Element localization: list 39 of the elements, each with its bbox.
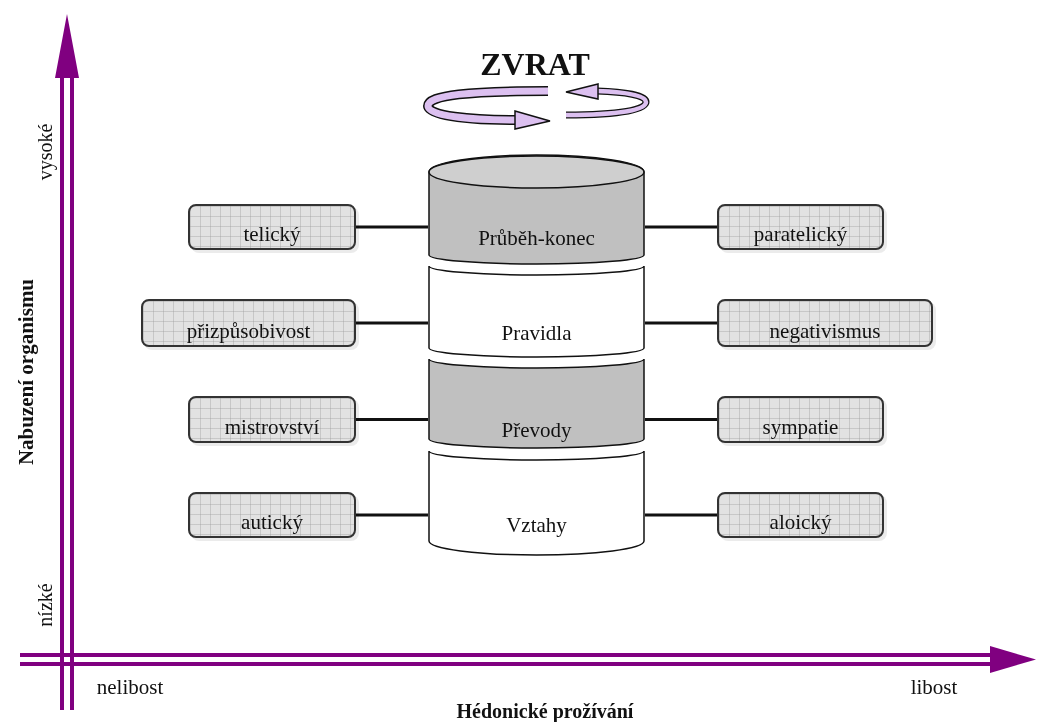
axis-label: nízké bbox=[33, 583, 57, 627]
label-box bbox=[141, 299, 356, 347]
label-box bbox=[717, 204, 884, 250]
connector-line bbox=[356, 418, 428, 421]
label-box bbox=[188, 492, 356, 538]
axis-label: libost bbox=[910, 674, 958, 700]
cylinder-segment bbox=[428, 359, 645, 449]
segment-label: Převody bbox=[501, 417, 572, 443]
cylinder-segment bbox=[428, 451, 645, 556]
label-box bbox=[717, 396, 884, 443]
segment-label: Vztahy bbox=[506, 512, 567, 538]
cylinder-segment bbox=[428, 266, 645, 358]
connector-line bbox=[356, 513, 428, 517]
label-box bbox=[188, 396, 356, 443]
axis-label: Hédonické prožívání bbox=[456, 699, 634, 722]
segment-label: Pravidla bbox=[501, 320, 572, 346]
box-label: negativismus bbox=[769, 319, 881, 343]
box-label: sympatie bbox=[762, 415, 839, 439]
axis-label: nelibost bbox=[96, 674, 164, 700]
connector-line bbox=[645, 418, 717, 421]
box-label: mistrovství bbox=[224, 415, 320, 439]
connector-line bbox=[645, 513, 717, 517]
box-label: paratelický bbox=[753, 222, 848, 246]
label-box bbox=[188, 204, 356, 250]
connector-line bbox=[356, 321, 428, 325]
cylinder-segment bbox=[428, 155, 645, 265]
heading-label: ZVRAT bbox=[480, 45, 590, 83]
box-label: telický bbox=[243, 222, 301, 246]
axis-label: vysoké bbox=[33, 123, 57, 181]
label-box bbox=[717, 492, 884, 538]
box-label: přizpůsobivost bbox=[186, 319, 311, 343]
segment-label: Průběh-konec bbox=[478, 225, 595, 251]
box-label: autický bbox=[241, 510, 303, 534]
box-label: aloický bbox=[769, 510, 832, 534]
connector-line bbox=[645, 225, 717, 229]
label-box bbox=[717, 299, 933, 347]
axis-label: Nabuzení organismu bbox=[13, 278, 39, 466]
connector-line bbox=[645, 321, 717, 325]
connector-line bbox=[356, 225, 428, 229]
